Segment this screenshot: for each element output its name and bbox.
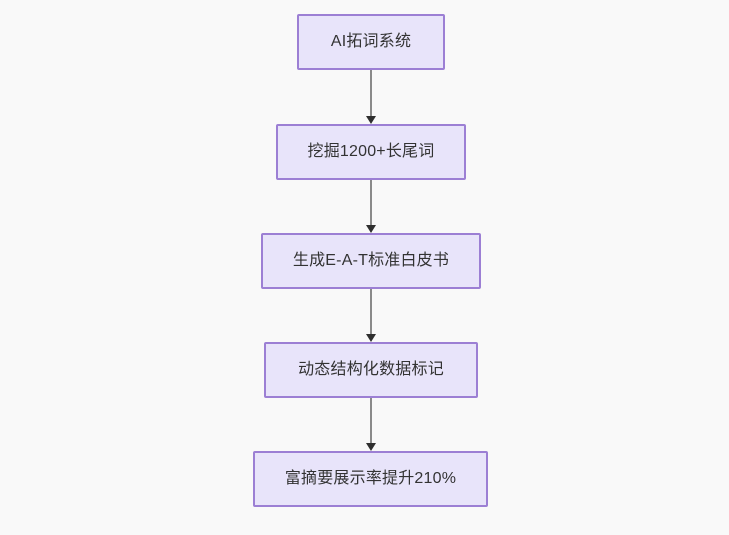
arrowhead-icon [366, 443, 376, 451]
arrowhead-icon [366, 116, 376, 124]
edge-line [370, 289, 372, 334]
flow-node-mine-longtail-keywords[interactable]: 挖掘1200+长尾词 [276, 124, 466, 180]
arrowhead-icon [366, 334, 376, 342]
flow-node-dynamic-structured-data-markup[interactable]: 动态结构化数据标记 [264, 342, 478, 398]
flow-node-ai-keyword-system[interactable]: AI拓词系统 [297, 14, 445, 70]
flow-node-rich-snippet-impression-lift[interactable]: 富摘要展示率提升210% [253, 451, 488, 507]
edge-line [370, 398, 372, 443]
arrowhead-icon [366, 225, 376, 233]
edge-line [370, 180, 372, 225]
flow-node-generate-eat-whitepaper[interactable]: 生成E-A-T标准白皮书 [261, 233, 481, 289]
edge-line [370, 70, 372, 116]
